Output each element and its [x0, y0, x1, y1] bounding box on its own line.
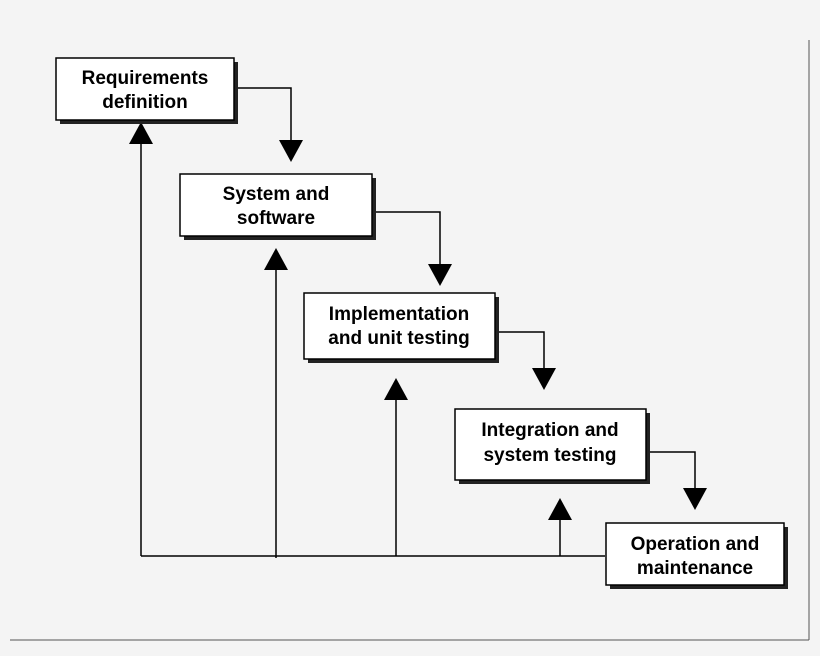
stage-integration-line-1: Integration and	[481, 420, 618, 441]
feedback-arrow-3	[384, 378, 408, 556]
forward-connector-2	[374, 211, 452, 286]
forward-connector-4	[648, 451, 707, 510]
stage-requirements-line-2: definition	[102, 92, 187, 113]
stage-design-line-1: System and	[223, 184, 330, 205]
forward-connector-3	[497, 331, 556, 390]
stage-integration: Integration and system testing	[454, 408, 650, 484]
stage-operation: Operation and maintenance	[605, 522, 788, 589]
stage-requirements: Requirements definition	[55, 57, 238, 124]
stage-requirements-line-1: Requirements	[82, 68, 209, 89]
stage-design: System and software	[179, 173, 376, 240]
stage-operation-line-2: maintenance	[637, 558, 753, 579]
stage-design-line-2: software	[237, 208, 315, 229]
stage-integration-line-2: system testing	[483, 445, 616, 466]
stage-implementation-line-2: and unit testing	[328, 328, 469, 349]
forward-connector-1	[236, 87, 303, 162]
stage-implementation: Implementation and unit testing	[303, 292, 499, 363]
stage-operation-line-1: Operation and	[631, 534, 760, 555]
feedback-arrow-1	[129, 122, 153, 556]
feedback-arrow-2	[264, 248, 288, 558]
stage-implementation-line-1: Implementation	[329, 304, 469, 325]
feedback-arrow-4	[548, 498, 572, 556]
